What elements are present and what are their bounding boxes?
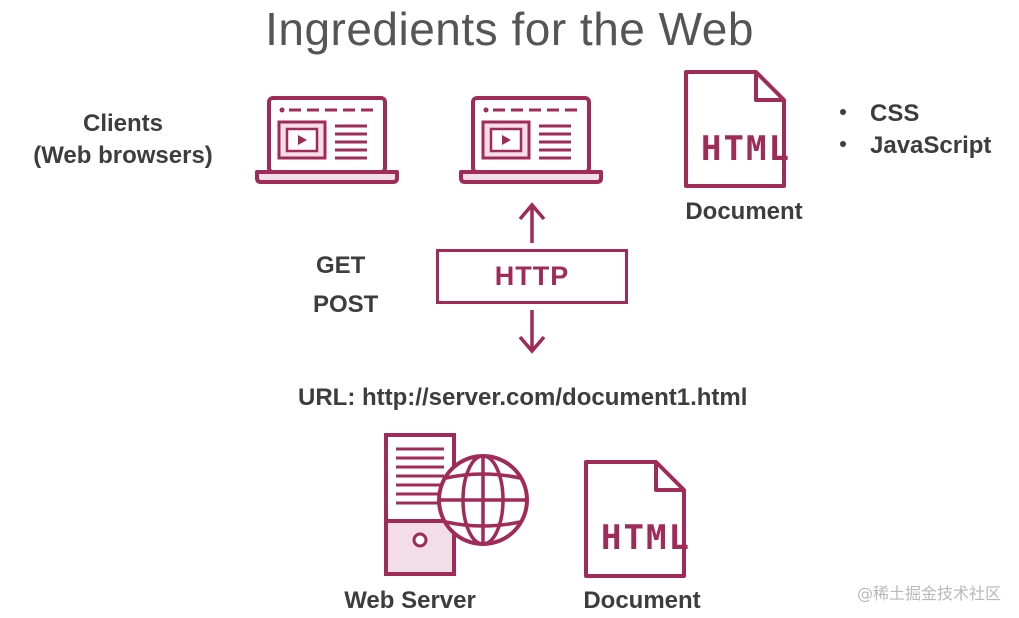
clients-label: Clients [82,110,163,137]
arrow-up-icon [518,202,546,243]
method-get: GET [316,252,366,279]
arrow-down-icon [518,310,546,354]
document-label: Document [583,587,701,614]
laptop-icon [255,96,399,184]
web-server-label: Web Server [344,587,476,614]
document-label: Document [685,198,803,225]
server-icon [384,433,456,576]
html-doc-text: HTML [701,129,791,169]
watermark: @稀土掘金技术社区 [856,584,1001,603]
method-post: POST [313,291,379,318]
bullet-list: CSS JavaScript [840,98,991,162]
globe-icon [437,454,529,546]
slide-title: Ingredients for the Web [265,3,754,55]
laptop-icon [459,96,603,184]
http-box: HTTP [436,249,628,304]
bullet-item: CSS [840,98,991,130]
bullet-dot [840,140,846,147]
clients-sublabel: (Web browsers) [33,142,213,169]
bullet-dot [840,108,846,115]
bullet-item: JavaScript [840,130,991,162]
url-line: URL: http://server.com/document1.html [298,384,748,411]
html-doc-text: HTML [601,518,691,558]
